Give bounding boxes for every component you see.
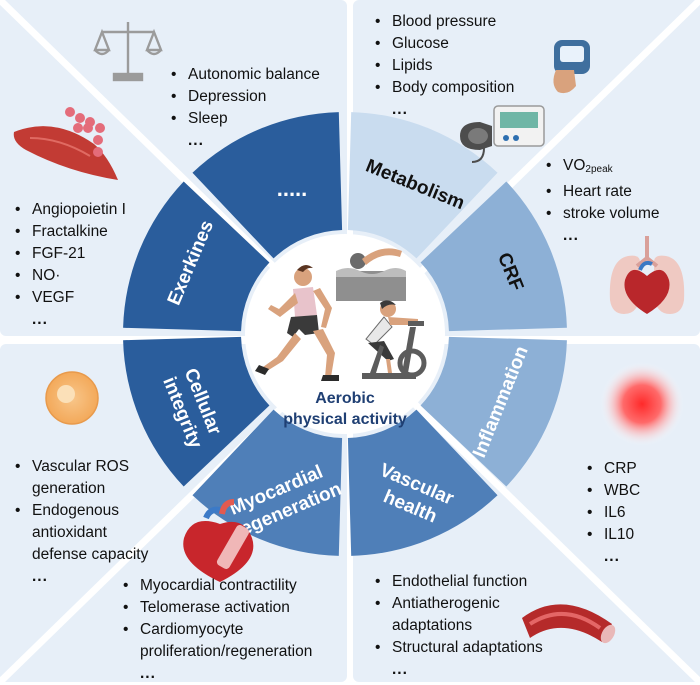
lungs-heart-icon: [609, 236, 685, 314]
list-item: ...: [188, 132, 204, 149]
list-item: ...: [140, 665, 156, 682]
muscle-fiber-icon: [13, 107, 118, 180]
panel-top-left-list: Autonomic balance Depression Sleep ...: [168, 64, 320, 152]
panel-exerkines-list: Angiopoietin I Fractalkine FGF-21 NO· VE…: [12, 199, 126, 331]
segment-ellipsis: [192, 112, 343, 259]
panel-vascular-list: Endothelial function Antiatherogenic ada…: [372, 571, 572, 681]
panel-cellular-list: Vascular ROS generation Endogenous antio…: [12, 456, 152, 588]
list-item: ...: [392, 101, 408, 118]
center-title-line2: physical activity: [283, 411, 407, 428]
swimmer-icon: [336, 248, 406, 301]
list-item: ...: [392, 661, 408, 678]
segment-exerkines: [123, 181, 270, 332]
list-item: FGF-21: [12, 243, 126, 265]
list-item: Lipids: [372, 55, 514, 77]
vo2-subscript: 2peak: [585, 164, 613, 175]
panel-top-right-list: Blood pressure Glucose Lipids Body compo…: [372, 11, 514, 121]
list-item: CRP: [584, 458, 640, 480]
list-item: stroke volume: [543, 203, 659, 225]
list-item: Antiatherogenic adaptations: [372, 593, 572, 637]
panel-inflammation-list: CRP WBC IL6 IL10 ...: [584, 458, 640, 568]
list-item: Structural adaptations: [372, 637, 572, 659]
list-item: ...: [563, 227, 579, 244]
list-item: Blood pressure: [372, 11, 514, 33]
list-item: Vascular ROS generation: [12, 456, 152, 500]
list-item: Fractalkine: [12, 221, 126, 243]
list-item: Endogenous antioxidant defense capacity: [12, 500, 152, 566]
list-item: Cardiomyocyte proliferation/regeneration: [120, 619, 344, 663]
center-title-line1: Aerobic: [315, 390, 375, 407]
list-item: Sleep: [168, 108, 320, 130]
vo2-text: VO: [563, 157, 586, 174]
blood-pressure-monitor-icon: [460, 40, 590, 163]
runner-icon: [255, 264, 339, 381]
center-circle: Aerobic physical activity: [245, 234, 445, 434]
heart-icon: [183, 499, 254, 582]
list-item: Myocardial contractility: [120, 575, 344, 597]
list-item: Endothelial function: [372, 571, 572, 593]
panel-myocardial-list: Myocardial contractility Telomerase acti…: [120, 575, 344, 685]
list-item: Autonomic balance: [168, 64, 320, 86]
list-item: Telomerase activation: [120, 597, 344, 619]
list-item: IL6: [584, 502, 640, 524]
list-item: WBC: [584, 480, 640, 502]
list-item: Heart rate: [543, 181, 659, 203]
list-item-vo2peak: VO2peak: [543, 155, 659, 181]
list-item: IL10: [584, 524, 640, 546]
list-item: Glucose: [372, 33, 514, 55]
list-item: NO·: [12, 265, 126, 287]
segment-inflammation: [420, 336, 567, 487]
segment-crf: [420, 181, 567, 332]
list-item: Body composition: [372, 77, 514, 99]
segment-metabolism: [347, 112, 498, 259]
segment-cellular: [123, 336, 270, 487]
balance-scale-icon: [93, 22, 163, 82]
cell-icon: [45, 371, 99, 425]
list-item: ...: [32, 568, 48, 585]
list-item: Depression: [168, 86, 320, 108]
list-item: ...: [604, 548, 620, 565]
segment-vascular: [347, 409, 498, 556]
list-item: VEGF: [12, 287, 126, 309]
inflammation-glow-icon: [600, 362, 684, 446]
ring-segments: [123, 112, 567, 556]
list-item: ...: [32, 311, 48, 328]
cyclist-icon: [362, 300, 427, 379]
segment-myocardial: [192, 409, 343, 556]
segment-label-ellipsis: .....: [277, 176, 308, 201]
panel-crf-list: VO2peak Heart rate stroke volume ...: [543, 155, 659, 247]
list-item: Angiopoietin I: [12, 199, 126, 221]
